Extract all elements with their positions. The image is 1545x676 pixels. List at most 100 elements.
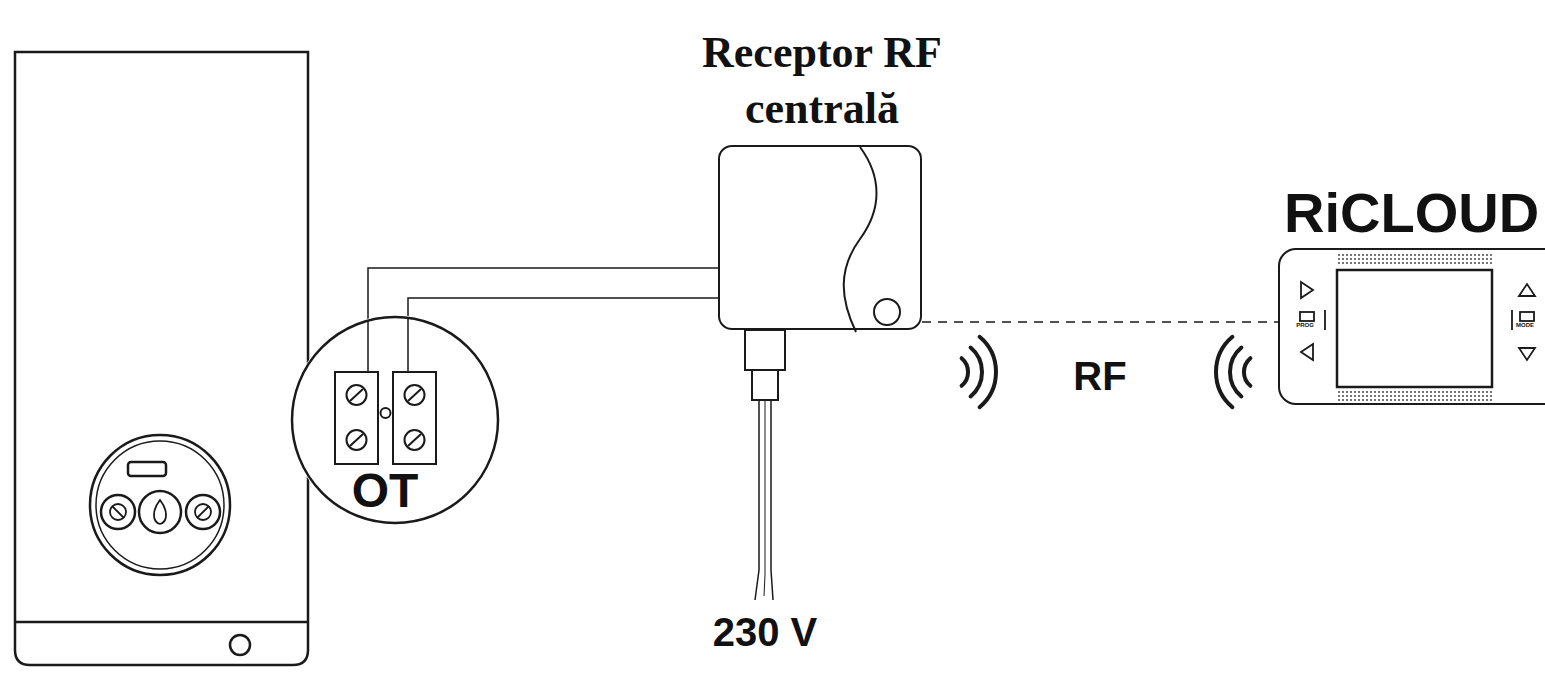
speaker-dot xyxy=(1438,262,1440,264)
speaker-dot xyxy=(1394,258,1396,260)
speaker-dot xyxy=(1362,399,1364,401)
speaker-dot xyxy=(1414,262,1416,264)
speaker-dot xyxy=(1478,395,1480,397)
speaker-dot xyxy=(1390,391,1392,393)
speaker-dot xyxy=(1402,262,1404,264)
rf-wave xyxy=(1230,348,1241,397)
speaker-dot xyxy=(1406,258,1408,260)
speaker-dot xyxy=(1370,258,1372,260)
speaker-dot xyxy=(1458,399,1460,401)
button-up xyxy=(1519,284,1535,296)
speaker-dot xyxy=(1442,262,1444,264)
speaker-dot xyxy=(1454,395,1456,397)
speaker-dot xyxy=(1458,395,1460,397)
speaker-dot xyxy=(1438,391,1440,393)
speaker-dot xyxy=(1362,262,1364,264)
knob xyxy=(139,491,181,533)
speaker-dot xyxy=(1466,254,1468,256)
speaker-dot xyxy=(1462,254,1464,256)
panel-display xyxy=(128,462,166,476)
speaker-dot xyxy=(1338,258,1340,260)
speaker-dot xyxy=(1426,399,1428,401)
speaker-dot xyxy=(1374,262,1376,264)
speaker-dot xyxy=(1486,262,1488,264)
speaker-dot xyxy=(1386,254,1388,256)
speaker-dot xyxy=(1462,391,1464,393)
speaker-dot xyxy=(1382,262,1384,264)
speaker-dot xyxy=(1458,262,1460,264)
speaker-dot xyxy=(1410,391,1412,393)
speaker-dot xyxy=(1438,395,1440,397)
speaker-dot xyxy=(1430,395,1432,397)
buttons xyxy=(1300,282,1535,360)
speaker-dot xyxy=(1398,399,1400,401)
speaker-dot xyxy=(1458,258,1460,260)
power-cable xyxy=(771,400,773,600)
thermostat-device-drawing xyxy=(1280,250,1545,407)
receiver-heading: Receptor RF centrală xyxy=(662,25,982,137)
wire-pair xyxy=(368,268,718,320)
speaker-dot xyxy=(1482,254,1484,256)
speaker-dot xyxy=(1366,399,1368,401)
speaker-dot xyxy=(1402,391,1404,393)
rf-waves xyxy=(962,337,1251,407)
speaker-dot xyxy=(1478,399,1480,401)
speaker-dot xyxy=(1370,395,1372,397)
rf-receiver-box-drawing xyxy=(720,147,924,332)
speaker-dot xyxy=(1478,258,1480,260)
speaker-dot xyxy=(1386,262,1388,264)
speaker-dot xyxy=(1410,262,1412,264)
speaker-dot xyxy=(1446,258,1448,260)
speaker-dot xyxy=(1374,399,1376,401)
speaker-dot xyxy=(1442,399,1444,401)
wire xyxy=(408,298,718,317)
speaker-dot xyxy=(1358,395,1360,397)
speaker-dot xyxy=(1370,254,1372,256)
speaker-dot xyxy=(1382,258,1384,260)
button-right xyxy=(1301,282,1313,298)
speaker-dot xyxy=(1418,262,1420,264)
rf-wave xyxy=(1244,358,1250,386)
speaker-dot xyxy=(1418,391,1420,393)
plug-body xyxy=(745,330,785,370)
speaker-dot xyxy=(1346,391,1348,393)
wire-end xyxy=(368,319,408,372)
speaker-dot xyxy=(1398,395,1400,397)
speaker-dot xyxy=(1434,258,1436,260)
speaker-dot xyxy=(1378,391,1380,393)
speaker-dot xyxy=(1382,391,1384,393)
speaker-dot xyxy=(1358,262,1360,264)
speaker-dot xyxy=(1486,399,1488,401)
knob-mark xyxy=(197,506,209,518)
speaker-dot xyxy=(1454,399,1456,401)
speaker-dot xyxy=(1470,258,1472,260)
speaker-dot xyxy=(1414,391,1416,393)
speaker-dot xyxy=(1374,254,1376,256)
speaker-dot xyxy=(1342,391,1344,393)
boiler-body xyxy=(15,52,308,665)
speaker-dot xyxy=(1378,254,1380,256)
speaker-dot xyxy=(1458,391,1460,393)
speaker-dot xyxy=(1346,254,1348,256)
speaker-dot xyxy=(1402,258,1404,260)
screen xyxy=(1337,270,1492,387)
speaker-dot xyxy=(1366,395,1368,397)
speaker-dot xyxy=(1438,399,1440,401)
speaker-dot xyxy=(1486,258,1488,260)
speaker-dot xyxy=(1438,254,1440,256)
speaker-dot xyxy=(1394,391,1396,393)
speaker-dot xyxy=(1422,258,1424,260)
speaker-dot xyxy=(1382,399,1384,401)
speaker-dot xyxy=(1394,395,1396,397)
power-cable xyxy=(764,400,765,596)
speaker-dot xyxy=(1354,258,1356,260)
terminal-callout: OT xyxy=(290,315,500,525)
button-left xyxy=(1301,344,1313,360)
speaker-dot xyxy=(1366,262,1368,264)
boiler-button xyxy=(230,635,250,655)
speaker-dot xyxy=(1486,391,1488,393)
speaker-dot xyxy=(1374,395,1376,397)
rf-dashed-line xyxy=(922,321,1278,323)
